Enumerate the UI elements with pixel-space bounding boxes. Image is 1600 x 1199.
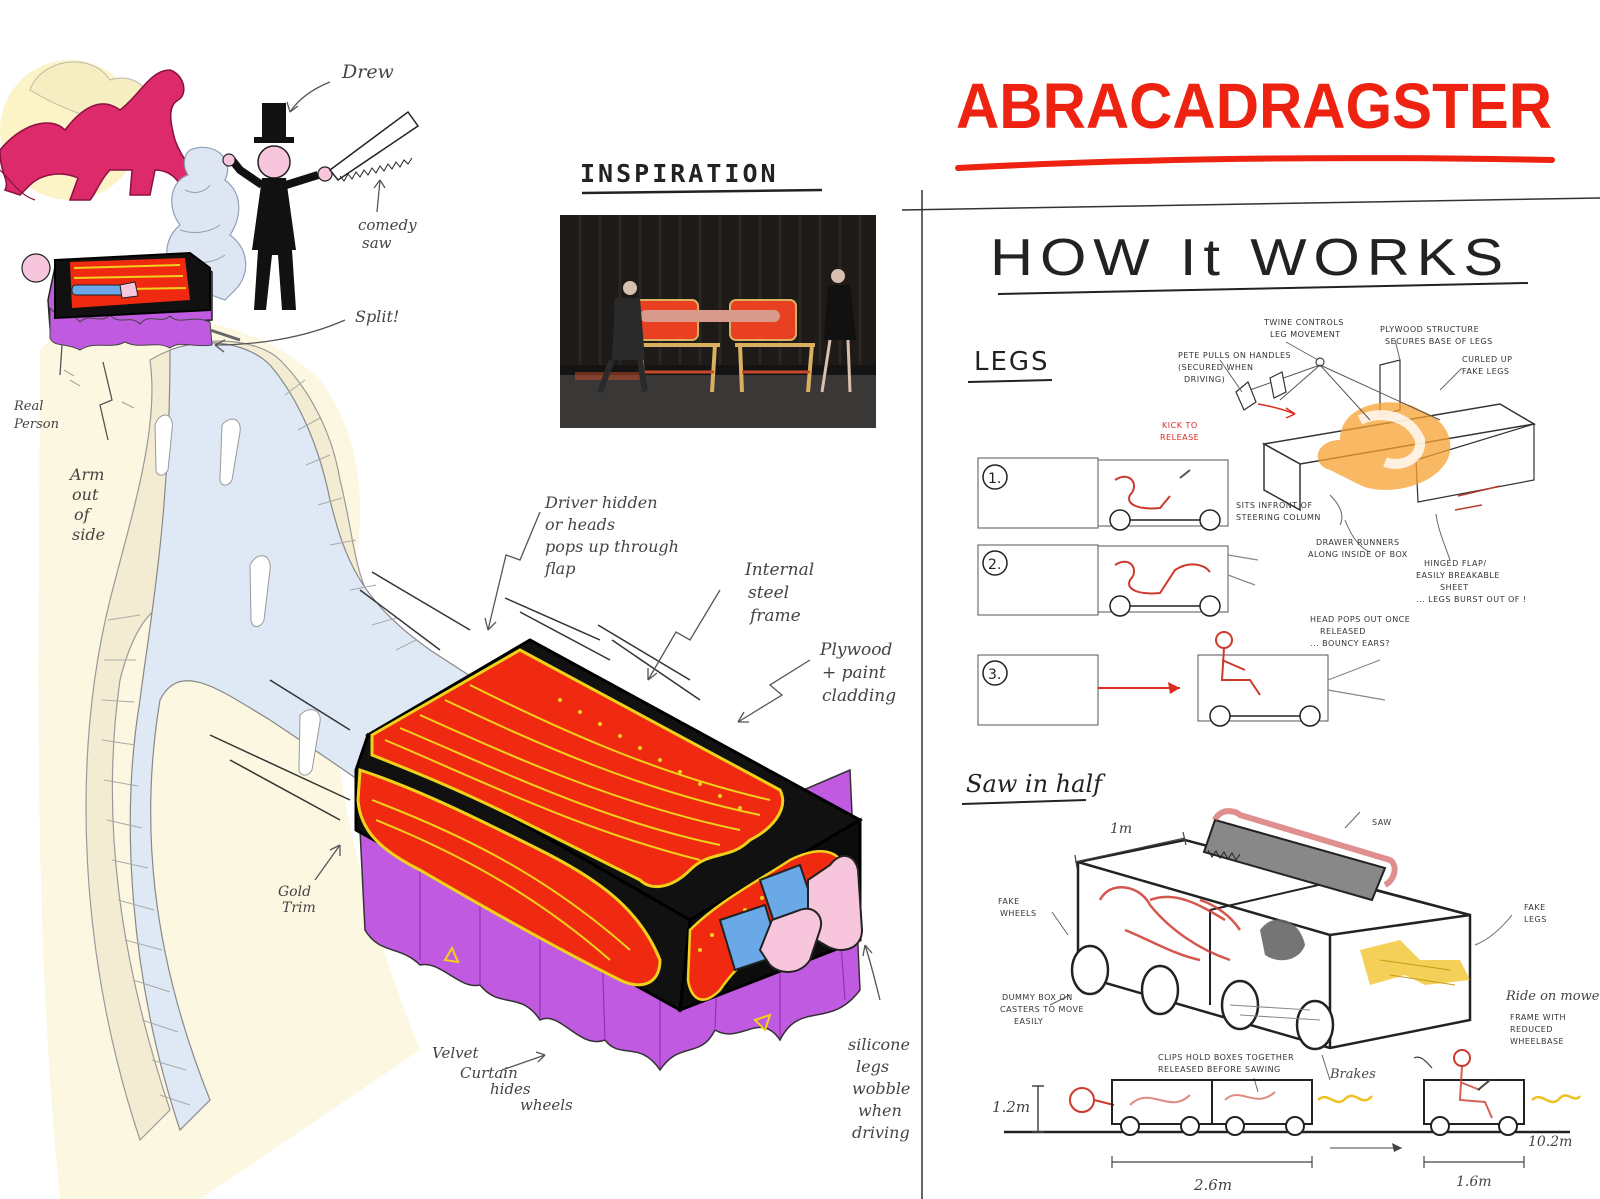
label-ply-2: + paint (822, 663, 886, 683)
note-length-b: 1.6m (1456, 1174, 1492, 1190)
label-driver-4: flap (544, 559, 575, 578)
inspiration-photo (560, 215, 876, 428)
inspiration-heading: INSPIRATION (580, 159, 779, 188)
note-curled-2: FAKE LEGS (1462, 367, 1509, 376)
note-1m: 1m (1110, 821, 1132, 837)
note-hinged-1: HINGED FLAP/ (1424, 559, 1487, 568)
note-fake-wheels-1: FAKE (998, 897, 1020, 906)
label-silicone-4: when (858, 1101, 902, 1120)
label-silicone-2: legs (856, 1057, 889, 1076)
label-drew: Drew (341, 61, 394, 83)
note-plywood-2: SECURES BASE OF LEGS (1385, 337, 1493, 346)
label-ply-3: cladding (822, 686, 896, 706)
step-2-label: 2. (988, 557, 1001, 573)
note-sits-1: SITS INFRONT OF (1236, 501, 1313, 510)
small-casket (22, 253, 240, 350)
note-pull-1: PETE PULLS ON HANDLES (1178, 351, 1291, 360)
note-clips-1: CLIPS HOLD BOXES TOGETHER (1158, 1053, 1294, 1062)
note-sits-2: STEERING COLUMN (1236, 513, 1321, 522)
inspiration-section: INSPIRATION (560, 159, 876, 428)
note-twine-2: LEG MOVEMENT (1270, 330, 1341, 339)
note-head-2: RELEASED (1320, 627, 1366, 636)
label-gold-1: Gold (278, 884, 311, 900)
note-saw: SAW (1372, 818, 1392, 827)
note-gap: 10.2m (1528, 1134, 1572, 1150)
how-it-works-heading: HOW It WORKS (990, 229, 1510, 287)
note-hinged-3: SHEET (1440, 583, 1469, 592)
note-kick-1: KICK TO (1162, 421, 1198, 430)
note-pull-3: DRIVING) (1184, 375, 1225, 384)
label-ply-1: Plywood (819, 640, 893, 660)
note-dummy-1: DUMMY BOX ON (1002, 993, 1073, 1002)
saw-side-view (1004, 1050, 1580, 1168)
label-steel-2: steel (748, 583, 789, 603)
note-height: 1.2m (992, 1098, 1030, 1116)
step-1-label: 1. (988, 471, 1001, 487)
note-brakes: Brakes (1329, 1067, 1376, 1082)
note-drawer-1: DRAWER RUNNERS (1316, 538, 1400, 547)
label-silicone-1: silicone (848, 1035, 910, 1054)
note-length-a: 2.6m (1193, 1176, 1232, 1194)
label-driver-2: or heads (545, 515, 615, 534)
how-it-works-section: HOW It WORKS LEGS PETE PULLS ON HANDLES (902, 190, 1600, 1199)
label-driver-3: pops up through (545, 537, 679, 556)
note-dummy-2: CASTERS TO MOVE (1000, 1005, 1084, 1014)
label-silicone-3: wobble (852, 1079, 910, 1098)
label-velvet-1: Velvet (432, 1044, 479, 1062)
note-kick-2: RELEASE (1160, 433, 1199, 442)
note-mower-1: Ride on mower (1505, 989, 1600, 1004)
note-hinged-4: ... LEGS BURST OUT OF ! (1416, 595, 1527, 604)
note-fake-wheels-2: WHEELS (1000, 909, 1037, 918)
label-arm-1: Arm (68, 465, 104, 484)
title-block: ABRACADRAGSTER (956, 70, 1552, 168)
label-comedy-saw-1: comedy (358, 216, 417, 234)
label-gold-2: Trim (282, 900, 316, 916)
legs-heading: LEGS (974, 347, 1050, 377)
note-pull-2: (SECURED WHEN (1178, 363, 1253, 372)
note-fake-legs-1: FAKE (1524, 903, 1546, 912)
note-dummy-3: EASILY (1014, 1017, 1043, 1026)
note-mower-3: REDUCED (1510, 1025, 1553, 1034)
note-fake-legs-2: LEGS (1524, 915, 1547, 924)
note-plywood-1: PLYWOOD STRUCTURE (1380, 325, 1479, 334)
label-arm-2: out (72, 485, 99, 504)
big-casket (356, 640, 862, 1070)
label-split: Split! (355, 307, 399, 326)
legs-steps: 1. 2. 3. (978, 458, 1385, 726)
note-clips-2: RELEASED BEFORE SAWING (1158, 1065, 1281, 1074)
magician-drew (223, 103, 418, 310)
saw-diagram (1050, 811, 1512, 1092)
step-3-label: 3. (988, 667, 1001, 683)
note-head-1: HEAD POPS OUT ONCE (1310, 615, 1410, 624)
label-driver-1: Driver hidden (544, 493, 658, 512)
note-mower-2: FRAME WITH (1510, 1013, 1566, 1022)
page-title: ABRACADRAGSTER (956, 70, 1552, 142)
note-twine-1: TWINE CONTROLS (1263, 318, 1344, 327)
label-real-person-2: Person (13, 417, 59, 432)
note-drawer-2: ALONG INSIDE OF BOX (1308, 550, 1408, 559)
saw-heading: Saw in half (966, 770, 1106, 798)
label-arm-4: side (72, 525, 105, 544)
label-comedy-saw-2: saw (362, 234, 392, 252)
label-steel-1: Internal (744, 560, 814, 580)
note-head-3: ... BOUNCY EARS? (1310, 639, 1390, 648)
note-mower-4: WHEELBASE (1510, 1037, 1564, 1046)
note-curled-1: CURLED UP (1462, 355, 1512, 364)
note-hinged-2: EASILY BREAKABLE (1416, 571, 1500, 580)
label-real-person-1: Real (13, 399, 43, 414)
label-velvet-4: wheels (520, 1096, 573, 1114)
label-steel-3: frame (748, 606, 801, 626)
label-silicone-5: driving (852, 1123, 910, 1142)
